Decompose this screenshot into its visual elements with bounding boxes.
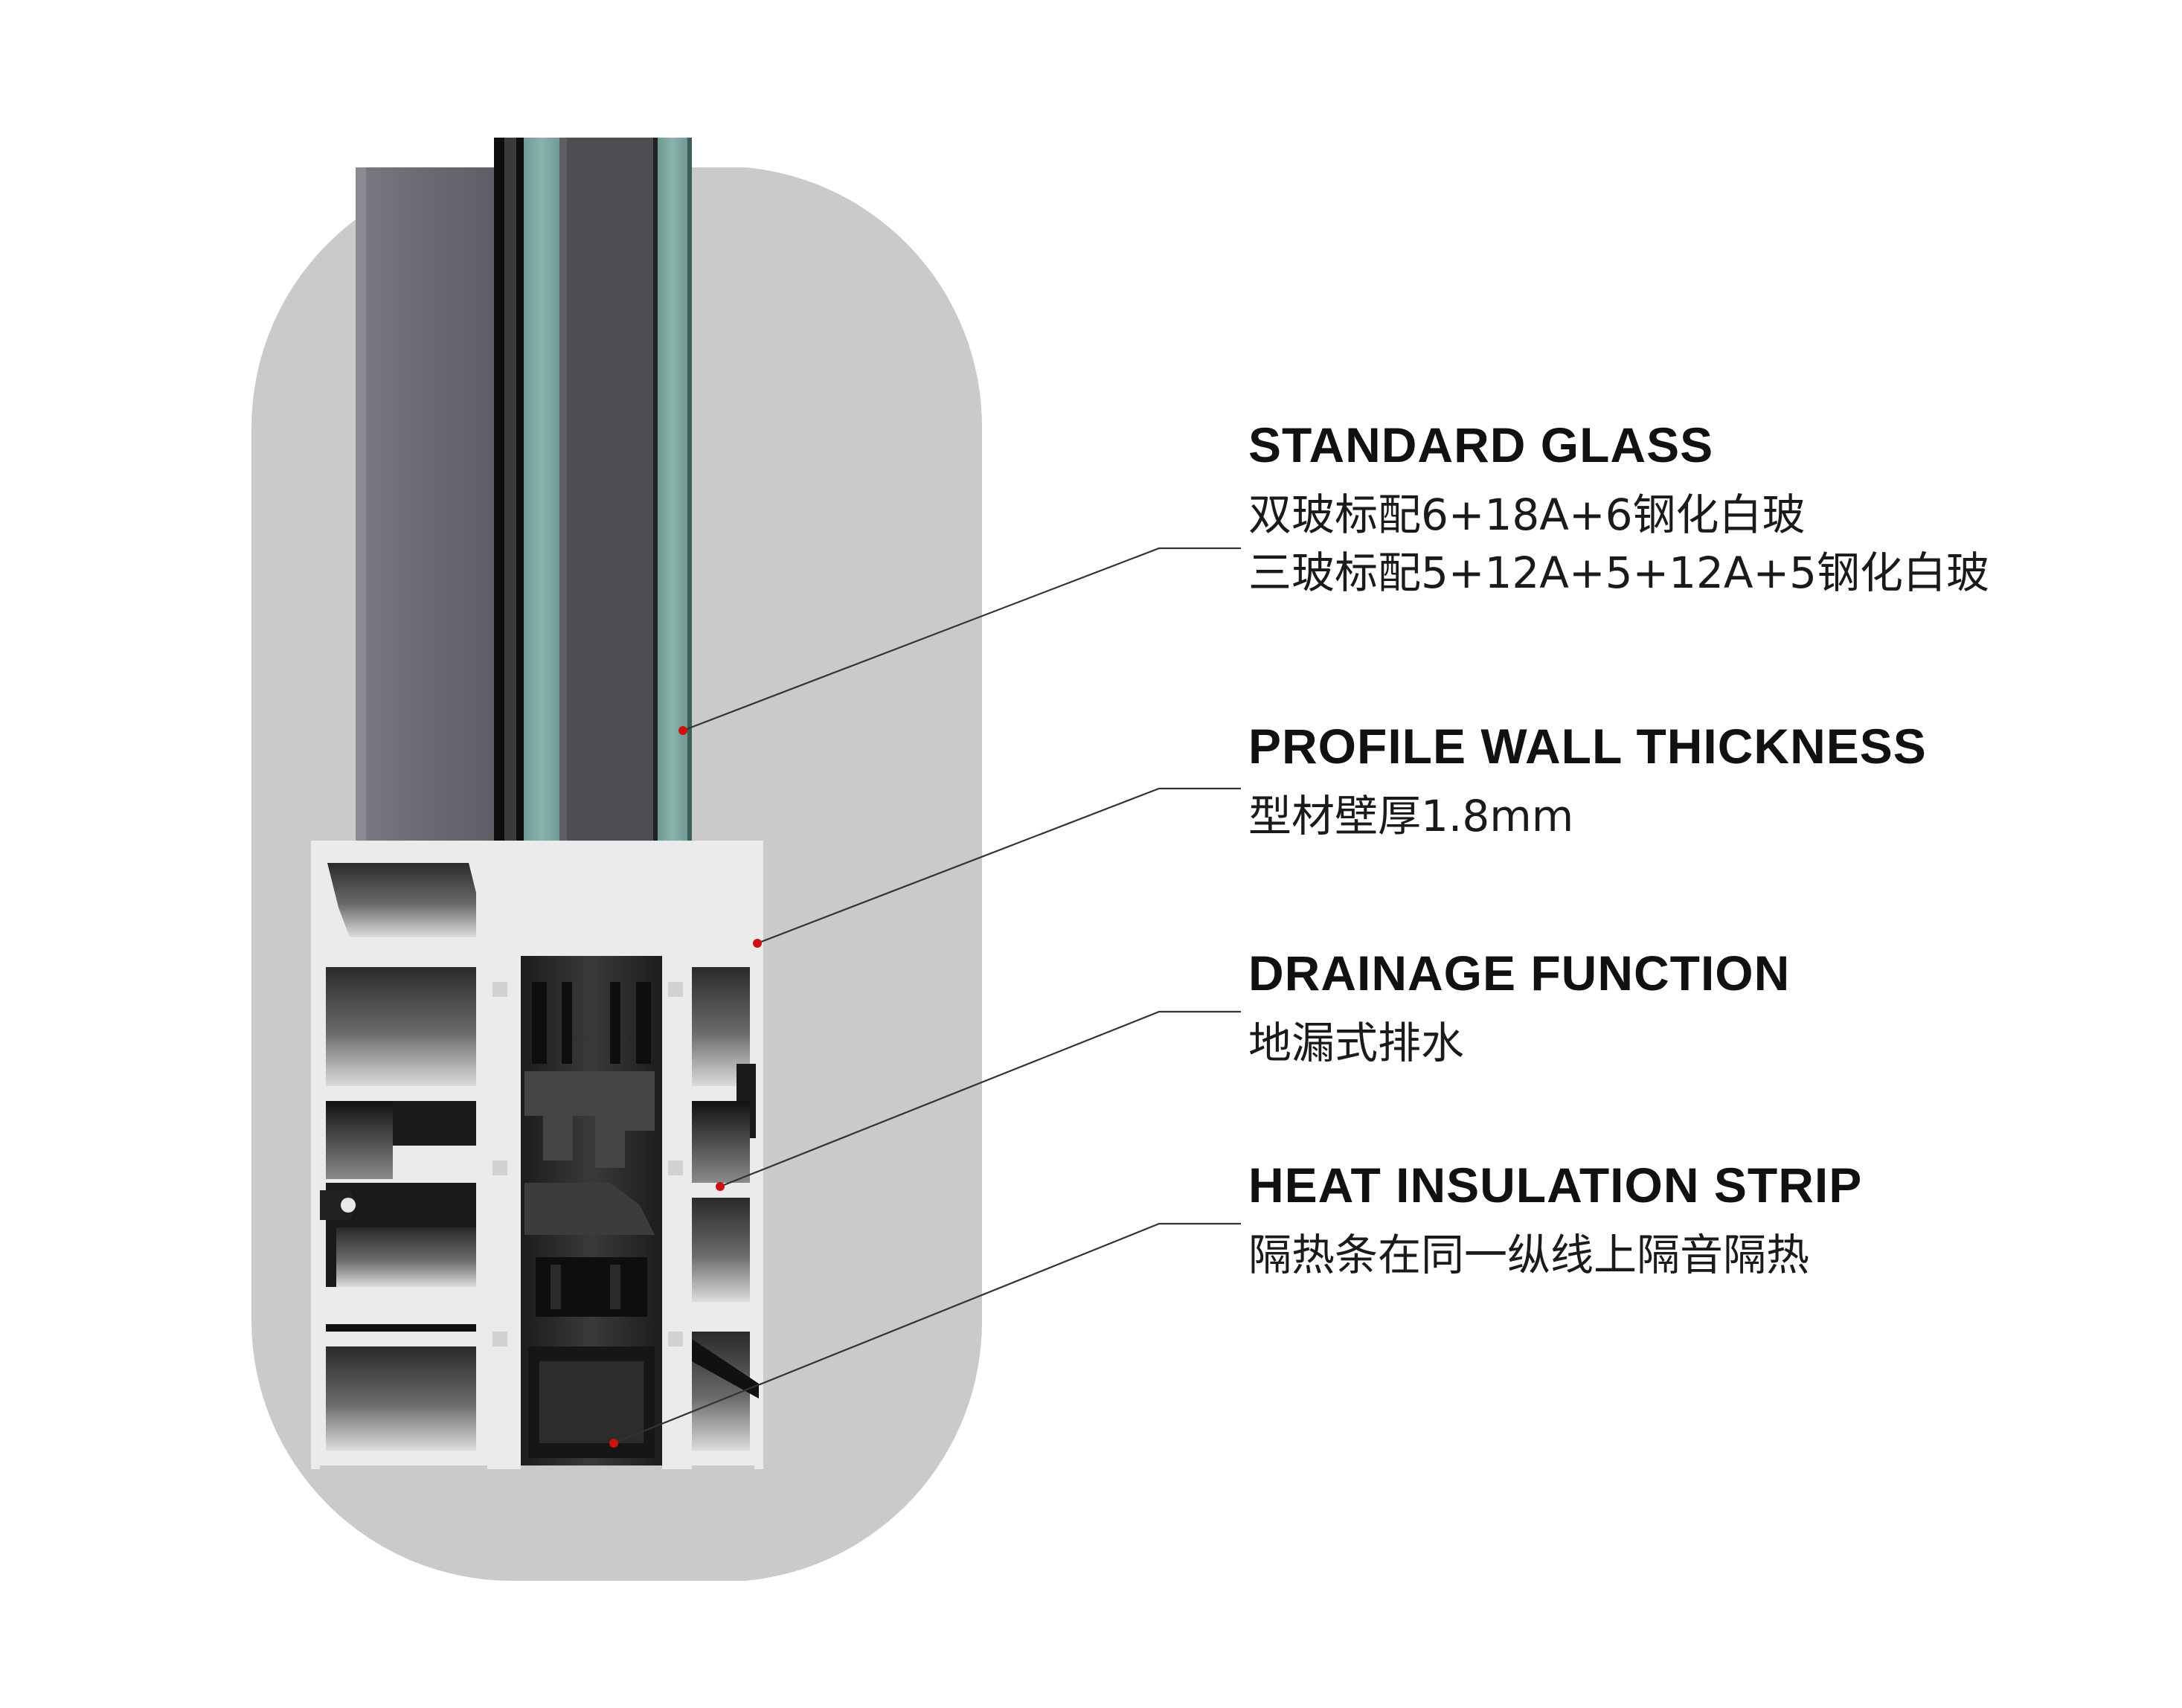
callout-title: STANDARD GLASS [1248,417,1714,472]
leader-line-drainage [719,1010,1241,1188]
callout-line: 型材壁厚1.8mm [1248,791,1574,841]
callout-line: 地漏式排水 [1248,1018,1465,1068]
leader-line-strip [613,1222,1241,1445]
marker-wall [753,939,762,948]
marker-glass [678,726,687,735]
callout-title: DRAINAGE FUNCTION [1248,946,1791,1001]
callout-line: 隔热条在同一纵线上隔音隔热 [1248,1230,1810,1280]
leader-line-wall [757,787,1241,945]
aluminum-profile [311,841,763,1469]
glass-pane-inner [658,138,687,911]
callout-line: 三玻标配5+12A+5+12A+5钢化白玻 [1248,548,1990,598]
callout-line: 双玻标配6+18A+6钢化白玻 [1248,489,1806,540]
callout-markers [609,726,762,1448]
callout-profile-wall-thickness: PROFILE WALL THICKNESS 型材壁厚1.8mm [1248,718,1927,843]
marker-strip [609,1439,618,1448]
callout-heat-insulation-strip: HEAT INSULATION STRIP 隔热条在同一纵线上隔音隔热 [1248,1157,1862,1282]
callout-standard-glass: STANDARD GLASS 双玻标配6+18A+6钢化白玻 三玻标配5+12A… [1248,417,1989,600]
marker-drainage [716,1182,725,1191]
callout-title: HEAT INSULATION STRIP [1248,1158,1863,1213]
gasket-strip [494,138,504,926]
callout-drainage-function: DRAINAGE FUNCTION 地漏式排水 [1248,945,1790,1070]
glass-pane-outer [524,138,559,911]
leader-line-glass [682,547,1241,732]
callout-title: PROFILE WALL THICKNESS [1248,719,1927,774]
leader-lines [613,547,1241,1445]
sash-frame [356,167,494,841]
